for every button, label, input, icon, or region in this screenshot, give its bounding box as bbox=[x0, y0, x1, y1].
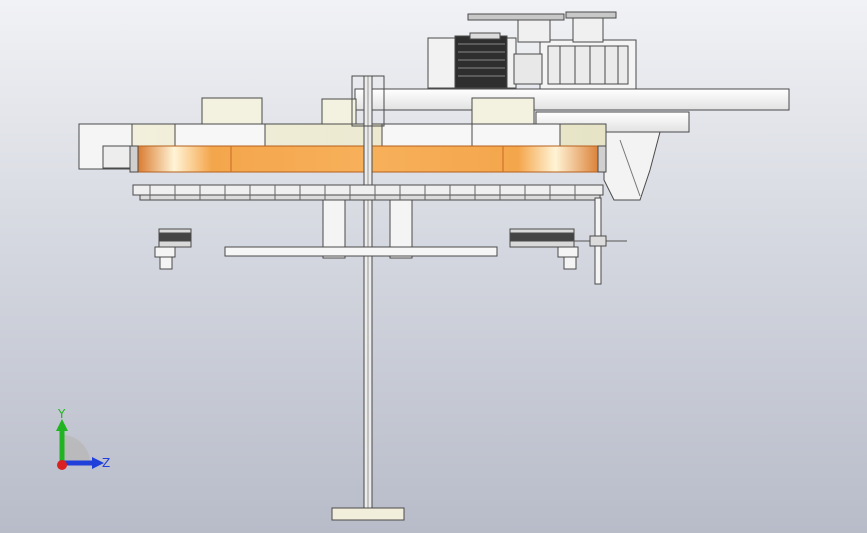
bearing-block-left bbox=[201, 97, 263, 127]
top-rail bbox=[354, 88, 790, 111]
vertical-drive-columns[interactable] bbox=[224, 75, 498, 521]
upper-drive-sprocket-hub bbox=[517, 19, 551, 43]
upper-support-frame[interactable] bbox=[354, 88, 790, 201]
chain-track bbox=[132, 184, 604, 196]
bearing-block-right bbox=[471, 97, 535, 127]
belt-shaft-left bbox=[129, 145, 139, 173]
tensioner-bracket bbox=[603, 131, 661, 201]
bearing-block-center bbox=[321, 98, 357, 126]
shaft-base-plate bbox=[331, 507, 405, 521]
shaft-upper-guide bbox=[351, 75, 385, 127]
lower-mount-right bbox=[557, 246, 579, 258]
chain-links bbox=[149, 185, 576, 200]
motor-end-cap bbox=[454, 35, 508, 89]
cross-beam bbox=[224, 246, 498, 257]
upper-idler-sprocket-hub bbox=[572, 17, 604, 43]
gearbox-coupling bbox=[513, 53, 543, 85]
coordinate-triad: Y Z bbox=[40, 405, 130, 495]
conveyor-head-assembly[interactable] bbox=[78, 97, 607, 173]
y-axis-label: Y bbox=[57, 407, 66, 421]
lower-chain-assembly[interactable] bbox=[132, 184, 627, 285]
motor-junction-box bbox=[469, 32, 501, 40]
z-axis-label: Z bbox=[102, 456, 110, 470]
lower-mount-left bbox=[154, 246, 176, 258]
drive-motor-assembly[interactable] bbox=[427, 11, 637, 91]
belt-shaft-right bbox=[597, 145, 607, 173]
drive-sprocket-left bbox=[467, 13, 565, 21]
drive-sprocket-right bbox=[565, 11, 617, 19]
axis-triad-graphic: Y Z bbox=[56, 407, 110, 470]
